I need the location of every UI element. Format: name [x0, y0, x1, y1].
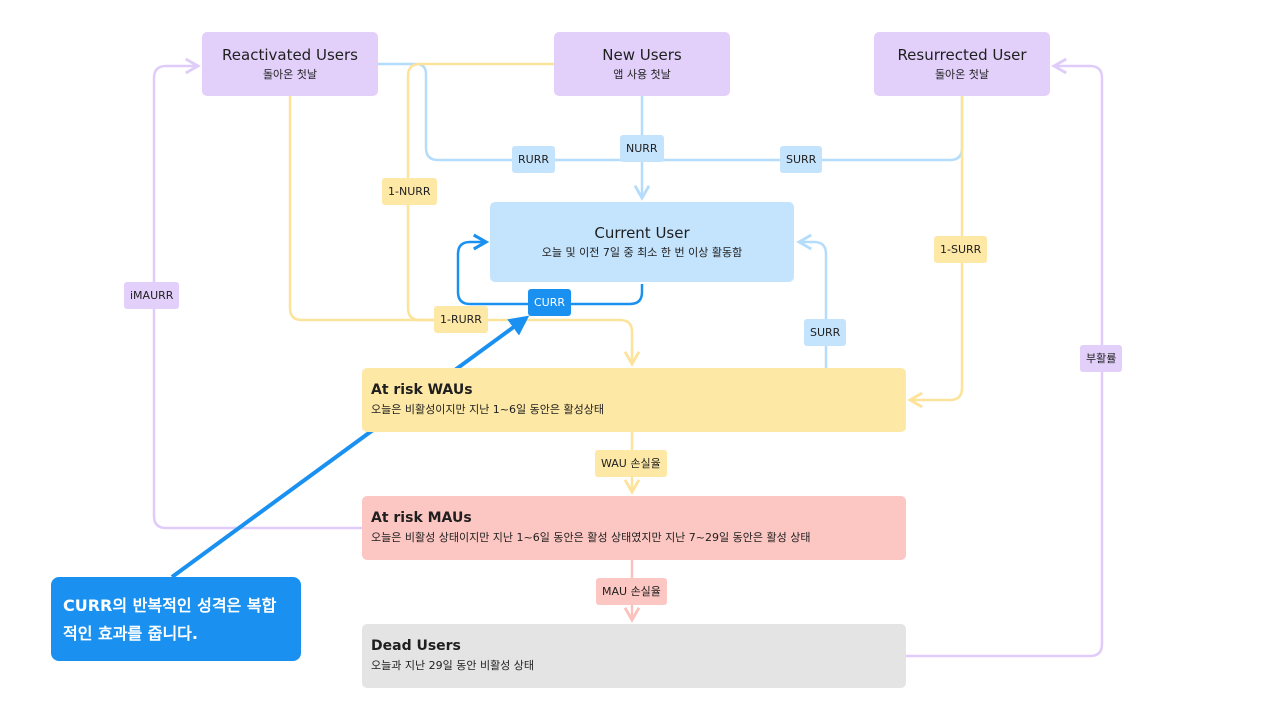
node-title: Dead Users	[371, 638, 461, 654]
node-subtitle: 오늘은 비활성 상태이지만 지난 1~6일 동안은 활성 상태였지만 지난 7~…	[371, 531, 811, 544]
node-resurrected-user: Resurrected User 돌아온 첫날	[874, 32, 1050, 96]
node-at-risk-waus: At risk WAUs 오늘은 비활성이지만 지난 1~6일 동안은 활성상태	[362, 368, 906, 432]
label-nurr: NURR	[620, 135, 664, 162]
node-subtitle: 앱 사용 첫날	[613, 68, 671, 81]
node-subtitle: 돌아온 첫날	[262, 68, 318, 81]
label-curr: CURR	[528, 289, 572, 316]
edge-wau-surr-to-current	[796, 233, 828, 368]
label-1-rurr: 1-RURR	[434, 306, 488, 333]
callout-text: CURR의 반복적인 성격은 복합적인 효과를 줍니다.	[63, 596, 277, 643]
label-mau-loss: MAU 손실율	[596, 578, 667, 605]
node-subtitle: 돌아온 첫날	[934, 68, 990, 81]
label-surr-top: SURR	[780, 146, 823, 173]
callout-note: CURR의 반복적인 성격은 복합적인 효과를 줍니다.	[51, 577, 301, 661]
label-imaurr: iMAURR	[124, 282, 180, 309]
node-at-risk-maus: At risk MAUs 오늘은 비활성 상태이지만 지난 1~6일 동안은 활…	[362, 496, 906, 560]
label-revival-rate: 부활률	[1080, 345, 1123, 372]
edge-resurrected-to-wau	[907, 96, 964, 409]
node-title: At risk MAUs	[371, 510, 472, 526]
node-title: At risk WAUs	[371, 382, 473, 398]
node-title: Current User	[594, 224, 690, 242]
node-title: Reactivated Users	[222, 46, 358, 64]
node-subtitle: 오늘은 비활성이지만 지난 1~6일 동안은 활성상태	[371, 403, 604, 416]
node-current-user: Current User 오늘 및 이전 7일 중 최소 한 번 이상 활동함	[490, 202, 794, 282]
edge-new-to-wau	[406, 62, 641, 367]
node-dead-users: Dead Users 오늘과 지난 29일 동안 비활성 상태	[362, 624, 906, 688]
label-1-nurr: 1-NURR	[382, 178, 437, 205]
node-title: New Users	[602, 46, 682, 64]
edge-reactivated-to-wau	[288, 96, 460, 322]
node-reactivated-users: Reactivated Users 돌아온 첫날	[202, 32, 378, 96]
node-subtitle: 오늘과 지난 29일 동안 비활성 상태	[371, 659, 535, 672]
label-rurr: RURR	[512, 146, 555, 173]
label-wau-loss: WAU 손실율	[595, 450, 667, 477]
node-new-users: New Users 앱 사용 첫날	[554, 32, 730, 96]
node-title: Resurrected User	[897, 46, 1027, 64]
label-surr-right: SURR	[804, 319, 847, 346]
callout-arrow	[170, 315, 530, 579]
label-1-surr: 1-SURR	[934, 236, 988, 263]
node-subtitle: 오늘 및 이전 7일 중 최소 한 번 이상 활동함	[541, 246, 743, 259]
edge-curr-loop	[456, 233, 644, 306]
edge-dead-to-resurrected	[906, 57, 1104, 658]
